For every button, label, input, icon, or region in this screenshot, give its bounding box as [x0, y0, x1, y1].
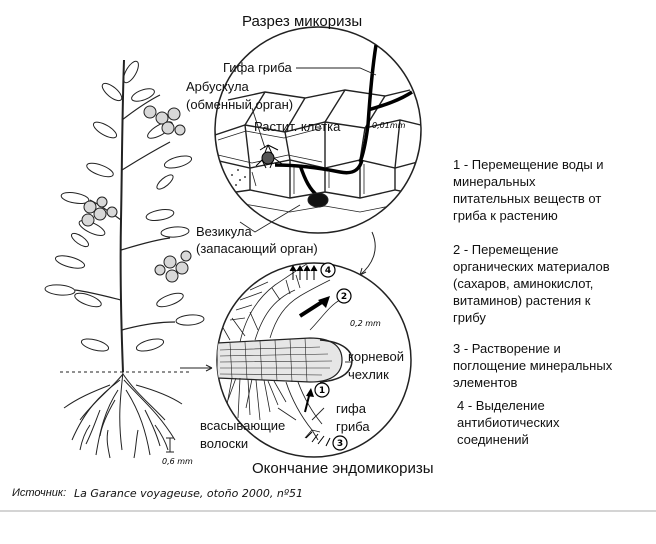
scale-plant: 0,6 mm — [162, 457, 193, 466]
label-root-hairs-2: волоски — [200, 436, 249, 451]
plant-drawing — [44, 59, 213, 459]
source-citation: La Garance voyageuse, otoño 2000, nº51 — [74, 487, 303, 500]
flow-markers — [314, 262, 352, 451]
marker-1-label: 1 — [319, 386, 325, 396]
root-system — [63, 371, 183, 459]
label-root-hairs: всасывающие — [200, 418, 286, 433]
label-vesicle: Везикула — [196, 224, 252, 239]
legend-item-1: 1 - Перемещение воды и минеральных питат… — [453, 157, 604, 223]
label-plant-cell: Растит. клетка — [254, 119, 341, 134]
top-cross-section: 0,01mm — [214, 26, 422, 234]
label-hypha-top: Гифа гриба — [223, 60, 292, 75]
leaves — [44, 60, 205, 352]
label-arbuscule: Арбускула — [186, 79, 249, 94]
marker-2-label: 2 — [341, 292, 347, 302]
vesicle — [307, 192, 329, 208]
legend-item-4: 4 - Выделение антибиотических соединений — [457, 398, 560, 447]
source-prefix: Источник: — [12, 487, 67, 499]
label-vesicle-desc: (запасающий орган) — [196, 241, 318, 256]
marker-1 — [314, 382, 330, 398]
root-cap — [319, 339, 353, 383]
label-hypha-bottom: гифа — [336, 401, 366, 416]
berries — [81, 105, 192, 283]
arbuscule — [255, 144, 283, 169]
root-body — [217, 337, 343, 383]
marker-3-label: 3 — [337, 439, 343, 449]
label-root-cap: корневой — [348, 349, 404, 364]
legend-item-2: 2 - Перемещение органических материалов … — [453, 242, 610, 325]
legend-item-3: 3 - Растворение и поглощение минеральных… — [453, 341, 613, 390]
title-cross-section: Разрез микоризы — [242, 13, 363, 30]
marker-4-label: 4 — [325, 266, 331, 276]
root-hairs — [225, 377, 287, 421]
marker-3 — [332, 435, 348, 451]
label-root-cap-2: чехлик — [348, 367, 389, 382]
scale-bottom: 0,2 mm — [350, 319, 381, 328]
title-endomycorrhiza: Окончание эндомикоризы — [252, 460, 434, 477]
marker-2 — [336, 288, 352, 304]
bottom-root-tip: 4 2 1 3 0,2 mm — [216, 262, 412, 458]
scale-top: 0,01mm — [372, 121, 406, 130]
label-hypha-bottom-2: гриба — [336, 419, 370, 434]
label-arbuscule-desc: (обменный орган) — [186, 97, 294, 112]
marker-4 — [320, 262, 336, 278]
